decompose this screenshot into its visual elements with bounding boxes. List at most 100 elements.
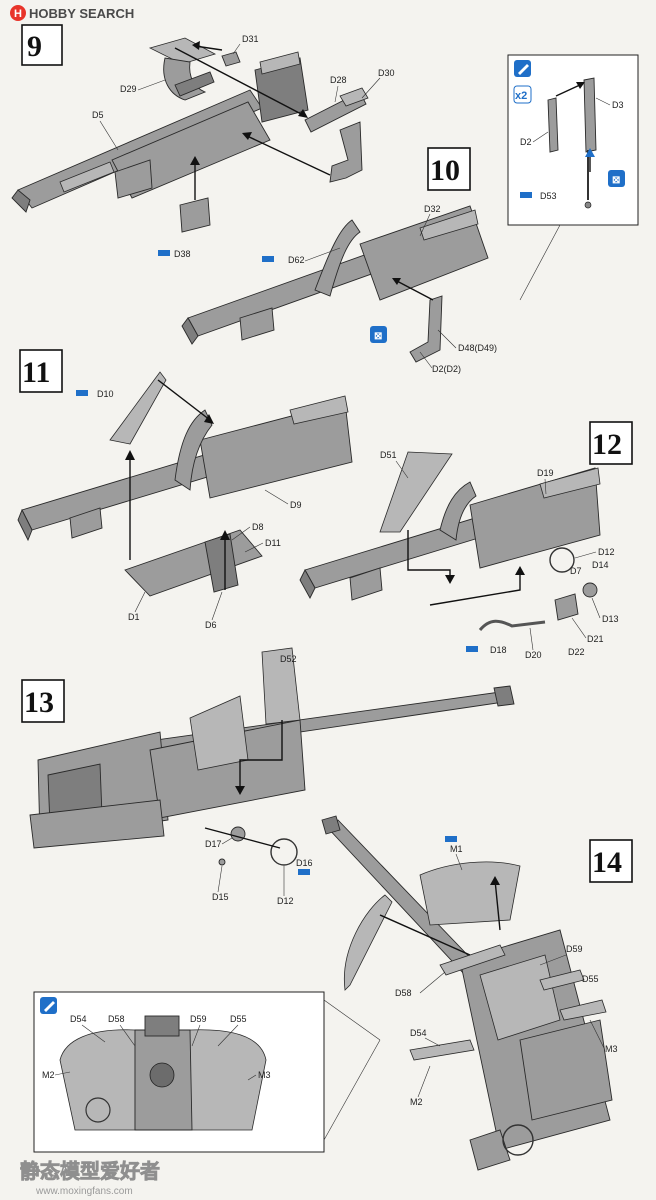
- step-10-label-d32: D32: [424, 204, 441, 214]
- step-11-label-d9: D9: [290, 500, 302, 510]
- step-12-label-d14: D14: [592, 560, 609, 570]
- step-13-label-d17: D17: [205, 839, 222, 849]
- inset-label-d58: D58: [108, 1014, 125, 1024]
- svg-text:H: H: [14, 8, 22, 20]
- logo-text: HOBBY SEARCH: [29, 6, 134, 21]
- step-12-label-d12: D12: [598, 547, 615, 557]
- step-9-label-d28: D28: [330, 75, 347, 85]
- step-14-m3-part: [559, 999, 607, 1021]
- step-12-label-d7: D7: [570, 566, 582, 576]
- x2-label: x2: [515, 90, 527, 102]
- step-10-d62-code-badge: [262, 256, 274, 262]
- step-9-label-d29: D29: [120, 84, 137, 94]
- step-11-number: 11: [22, 356, 50, 389]
- step-14-d54-part: [409, 1039, 475, 1061]
- svg-text:⊠: ⊠: [374, 331, 382, 342]
- step-9-label-d31: D31: [242, 34, 259, 44]
- step-10-label-d2: D2(D2): [432, 364, 461, 374]
- step-10-label-d48: D48(D49): [458, 343, 497, 353]
- step-13-number: 13: [24, 686, 54, 719]
- step-14-label-m2: M2: [410, 1097, 423, 1107]
- step-14-handwheel-part: [502, 1124, 534, 1156]
- step-14-inset: D54 D58 D59 D55 M2 M3: [33, 991, 381, 1153]
- step-11-gun-part: [17, 395, 353, 542]
- step-12-label-d51: D51: [380, 450, 397, 460]
- step-14-m2-part: [343, 894, 393, 991]
- step-11-label-d1: D1: [128, 612, 140, 622]
- step-10-glue-icon: [370, 326, 387, 343]
- step-9-d38-code-badge: [158, 250, 170, 256]
- step-9-d38-part: [179, 197, 211, 233]
- step-13: 13 D52 D17 D16 D15 D12: [21, 647, 515, 906]
- step-12-d20-part: [478, 619, 546, 632]
- step-9-d30-part: [329, 121, 363, 183]
- step-14-gun-part: [321, 815, 613, 1171]
- inset-top-part: [144, 1015, 180, 1037]
- step-11-label-d11: D11: [265, 538, 281, 548]
- step-14-number: 14: [592, 846, 622, 879]
- step-11-label-d10: D10: [97, 389, 114, 399]
- sub-d3-part: [583, 77, 597, 153]
- step-14-d55-part: [539, 969, 585, 991]
- sub-d53-code-badge: [520, 192, 532, 198]
- step-13-label-d16: D16: [296, 858, 313, 868]
- step-12-d12-part: [549, 547, 575, 573]
- step-14-m1-part: [419, 861, 521, 926]
- sub-d2-part: [547, 97, 559, 153]
- step-14-label-m1: M1: [450, 844, 463, 854]
- step-10-gun-part: [181, 205, 489, 345]
- step-13-d17-part: [230, 826, 246, 842]
- step-14-d58-part: [439, 944, 506, 976]
- step-12-label-d21: D21: [587, 634, 604, 644]
- step-13-label-d12: D12: [277, 896, 294, 906]
- sub-label-d53: D53: [540, 191, 557, 201]
- step-12-d13-part: [582, 582, 598, 598]
- inset-label-m2: M2: [42, 1070, 55, 1080]
- step-11-d10-part: [109, 371, 167, 445]
- step-12-number: 12: [592, 428, 622, 461]
- watermark-url: www.moxingfans.com: [35, 1186, 133, 1197]
- step-13-label-d15: D15: [212, 892, 229, 902]
- step-10: 10 D32 D62 ⊠ D48(D49) D2(D2): [181, 147, 497, 374]
- step-10-label-d62: D62: [288, 255, 305, 265]
- step-13-gun-part: [29, 685, 515, 849]
- step-14-label-d58: D58: [395, 988, 412, 998]
- step-12-number-box: [589, 421, 633, 465]
- x2-icon: [513, 85, 532, 104]
- step-10-number-box: [427, 147, 471, 191]
- step-10-subassembly-box: x2 ⊠ D3 D2 D53: [507, 54, 639, 301]
- inset-handwheel-part: [85, 1097, 111, 1123]
- step-12-label-d18: D18: [490, 645, 507, 655]
- step-9-number: 9: [27, 30, 42, 63]
- step-12-label-d13: D13: [602, 614, 619, 624]
- step-12-label-d22: D22: [568, 647, 585, 657]
- step-11-d10-code-badge: [76, 390, 88, 396]
- step-13-d15-part: [218, 858, 226, 866]
- step-13-label-d52: D52: [280, 654, 297, 664]
- step-14-number-box: [589, 839, 633, 883]
- step-12: 12 D51 D19 D12 D7 D14 D13 D21 D22 D18: [299, 421, 633, 660]
- step-11-d1-part: [124, 529, 263, 597]
- step-12-gun-part: [299, 467, 601, 601]
- inset-label-d55: D55: [230, 1014, 247, 1024]
- inset-label-d54: D54: [70, 1014, 87, 1024]
- step-14-label-d55: D55: [582, 974, 599, 984]
- inset-label-d59: D59: [190, 1014, 207, 1024]
- step-13-d12-part: [270, 838, 298, 866]
- step-14-label-d59: D59: [566, 944, 583, 954]
- inset-m3-part: [189, 1029, 267, 1131]
- logo-emblem-icon: [10, 5, 26, 21]
- step-11-number-box: [19, 349, 63, 393]
- step-9-label-d5: D5: [92, 110, 104, 120]
- step-12-d21-part: [554, 593, 579, 621]
- step-14-m1-code-badge: [445, 836, 457, 842]
- inset-label-m3: M3: [258, 1070, 271, 1080]
- step-9-label-d30: D30: [378, 68, 395, 78]
- step-13-number-box: [21, 679, 65, 723]
- step-11-label-d8: D8: [252, 522, 264, 532]
- header-logo: H HOBBY SEARCH: [10, 5, 134, 21]
- step-12-label-d20: D20: [525, 650, 542, 660]
- step-11-label-d6: D6: [205, 620, 217, 630]
- step-9-d31-part: [221, 51, 241, 67]
